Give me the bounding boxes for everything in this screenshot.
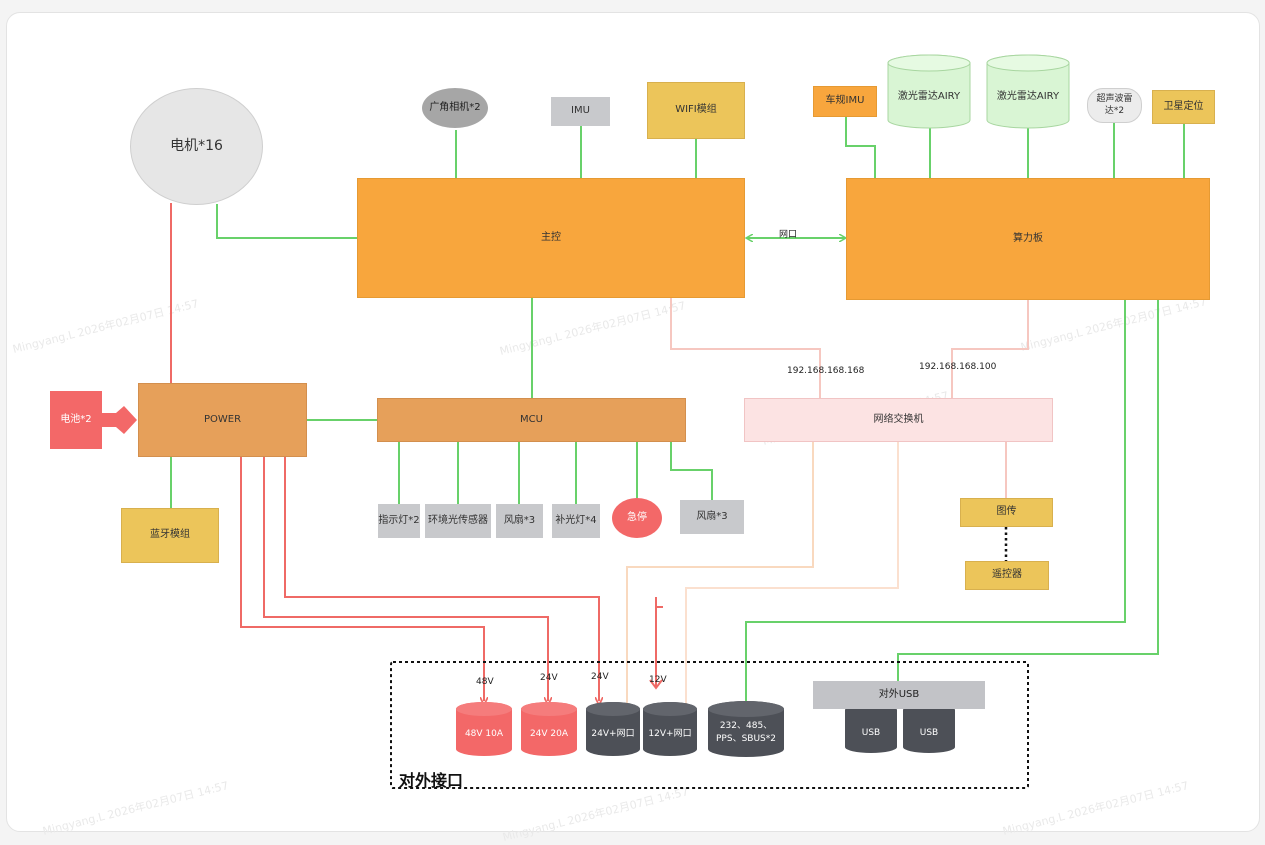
cylinder-lidar-2 [986,54,1070,129]
cylinder-24v-20a [521,702,577,756]
line-compute-usb [897,300,1159,681]
cylinder-lidar-1 [887,54,971,129]
cylinder-48v [456,702,512,756]
port-24v-20a-label: 24V 20A [529,728,569,739]
battery-arrow [102,406,137,434]
cylinder-24v-net [586,702,640,756]
line-carimu-compute [845,117,876,178]
gnss-node: 卫星定位 [1152,90,1215,124]
ip-compute-label: 192.168.168.100 [919,362,997,372]
compute-board-node: 算力板 [846,178,1210,300]
port-12v-net-label: 12V+网口 [648,728,692,739]
remote-controller-node: 遥控器 [965,561,1049,590]
line-switch-port24 [626,442,814,706]
lidar-2-label: 激光雷达AIRY [996,90,1060,102]
ip-main-label: 192.168.168.168 [787,366,865,376]
external-interface-box [390,661,1029,789]
image-transmission-node: 图传 [960,498,1053,527]
battery-node: 电池*2 [50,391,102,449]
cylinder-usb-2 [903,704,955,753]
estop-node: 急停 [612,498,662,538]
line-power-24v-b [284,457,599,701]
power-node: POWER [138,383,307,457]
cylinder-usb-1 [845,704,897,753]
wide-camera-node: 广角相机*2 [422,88,488,128]
line-main-switch [670,298,821,398]
fill-light-node: 补光灯*4 [552,504,600,538]
line-compute-serial [745,300,1126,706]
fan-2-node: 风扇*3 [680,500,744,534]
main-controller-node: 主控 [357,178,745,298]
wifi-node: WIFI模组 [647,82,745,139]
lidar-1-label: 激光雷达AIRY [897,90,961,102]
external-interface-title: 对外接口 [399,771,464,790]
voltage-48v-label: 48V [476,677,494,687]
cylinder-serial [708,701,784,757]
motor-node: 电机*16 [130,88,263,205]
mcu-node: MCU [377,398,686,442]
voltage-12v-label: 12V [649,675,667,685]
line-power-48v [240,457,484,701]
fan-1-node: 风扇*3 [496,504,543,538]
external-usb-node: 对外USB [813,681,985,709]
arrow-12v [649,679,663,690]
line-switch-port12 [685,442,899,706]
port-serial-line2: PPS、SBUS*2 [716,733,776,744]
voltage-24v-a-label: 24V [540,673,558,683]
net-port-label: 网口 [779,230,798,240]
imu-node: IMU [551,97,610,126]
port-24v-net-label: 24V+网口 [591,728,635,739]
car-imu-node: 车规IMU [813,86,877,117]
usb-1-label: USB [861,727,881,738]
line-power-24v-a [263,457,548,701]
indicator-node: 指示灯*2 [378,504,420,538]
voltage-24v-b-label: 24V [591,672,609,682]
line-motor-main [216,204,357,239]
network-switch-node: 网络交换机 [744,398,1053,442]
bluetooth-node: 蓝牙模组 [121,508,219,563]
cylinder-12v-net [643,702,697,756]
ambient-sensor-node: 环境光传感器 [425,504,491,538]
port-48v-label: 48V 10A [464,728,504,739]
line-compute-switch [951,300,1029,398]
usb-2-label: USB [919,727,939,738]
port-serial-line1: 232、485、 [719,720,773,731]
ultrasonic-node: 超声波雷 达*2 [1087,88,1142,123]
line-mcu-fan2 [670,442,713,500]
